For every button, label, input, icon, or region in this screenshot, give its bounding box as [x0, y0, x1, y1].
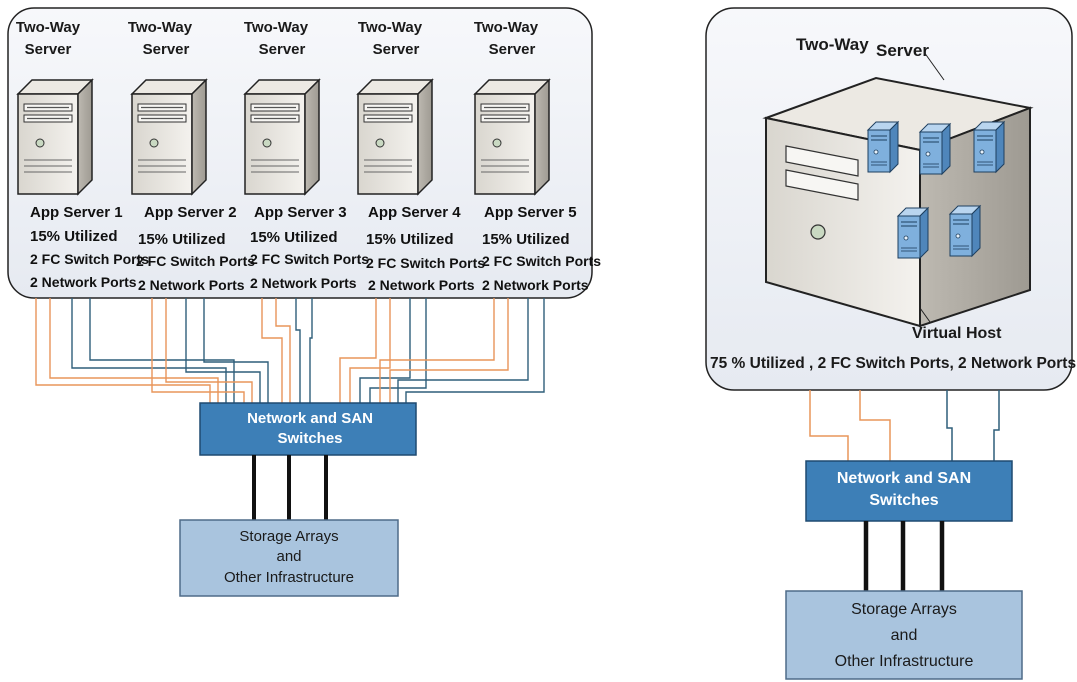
right-switch-label-line1: Network and SAN	[837, 470, 971, 487]
virtual-server-type-label: Two-Way	[796, 35, 869, 54]
network-link	[993, 390, 1000, 461]
server-network-ports: 2 Network Ports	[30, 274, 137, 290]
server-3: Two-Way Server App Server 3 15% Utilized…	[244, 19, 369, 291]
server-fc-ports: 2 FC Switch Ports	[30, 251, 149, 267]
server-type-label: Server	[373, 41, 420, 58]
fc-link	[261, 298, 283, 403]
server-network-ports: 2 Network Ports	[138, 277, 245, 293]
virtual-host-label: Virtual Host	[912, 325, 1002, 342]
left-storage-label-line2: and	[276, 548, 301, 565]
network-link	[295, 298, 301, 403]
server-type-label: Server	[259, 41, 306, 58]
server-fc-ports: 2 FC Switch Ports	[250, 251, 369, 267]
server-4: Two-Way Server App Server 4 15% Utilized…	[357, 19, 485, 293]
network-link	[71, 298, 227, 403]
server-tower-icon	[474, 79, 550, 195]
left-switch-label-line2: Switches	[277, 430, 342, 447]
virtual-machine-icon	[867, 121, 899, 173]
server-type-label: Server	[489, 41, 536, 58]
server-network-ports: 2 Network Ports	[250, 275, 357, 291]
server-type-label: Two-Way	[358, 19, 423, 36]
network-link	[89, 298, 235, 403]
power-button-icon	[810, 224, 826, 240]
fc-link	[809, 390, 849, 461]
network-link	[309, 298, 313, 403]
server-utilization: 15% Utilized	[250, 229, 338, 246]
right-storage-arrays	[785, 590, 1023, 680]
left-storage-label-line1: Storage Arrays	[239, 528, 338, 545]
network-link	[203, 298, 269, 403]
fc-link	[349, 298, 391, 403]
network-link	[185, 298, 261, 403]
fc-link	[859, 390, 891, 461]
left-storage-label-line3: Other Infrastructure	[224, 569, 354, 586]
left-network-san-switch	[199, 402, 417, 456]
server-2: Two-Way Server App Server 2 15% Utilized…	[128, 19, 255, 293]
server-name: App Server 3	[254, 204, 347, 221]
server-type-label: Two-Way	[128, 19, 193, 36]
virtual-host-stats: 75 % Utilized , 2 FC Switch Ports, 2 Net…	[710, 355, 1076, 372]
virtual-machine-icon	[949, 205, 981, 257]
left-server-group: Two-Way Server App Server 1 15% Utilized…	[16, 19, 601, 293]
fc-link	[151, 298, 245, 403]
network-link	[946, 390, 953, 461]
server-utilization: 15% Utilized	[366, 231, 454, 248]
network-link	[397, 298, 529, 403]
network-link	[405, 298, 545, 403]
server-type-label: Two-Way	[244, 19, 309, 36]
server-fc-ports: 2 FC Switch Ports	[482, 253, 601, 269]
virtual-machine-icon	[919, 123, 951, 175]
server-network-ports: 2 Network Ports	[482, 277, 589, 293]
server-name: App Server 2	[144, 204, 237, 221]
server-utilization: 15% Utilized	[138, 231, 226, 248]
server-type-label: Server	[143, 41, 190, 58]
pointer-line	[923, 51, 945, 81]
server-5: Two-Way Server App Server 5 15% Utilized…	[474, 19, 601, 293]
server-utilization: 15% Utilized	[482, 231, 570, 248]
fc-link	[35, 298, 211, 403]
virtual-machine-icon	[897, 207, 929, 259]
right-switch-label-line2: Switches	[869, 492, 938, 509]
right-storage-label-line1: Storage Arrays	[851, 601, 957, 618]
server-name: App Server 5	[484, 204, 577, 221]
server-network-ports: 2 Network Ports	[368, 277, 475, 293]
server-utilization: 15% Utilized	[30, 228, 118, 245]
server-1: Two-Way Server App Server 1 15% Utilized…	[16, 19, 149, 290]
left-switch-label-line1: Network and SAN	[247, 410, 373, 427]
pointer-line	[919, 307, 931, 323]
left-storage-arrays	[179, 519, 399, 597]
server-type-label: Two-Way	[16, 19, 81, 36]
server-type-label: Server	[25, 41, 72, 58]
server-type-label: Two-Way	[474, 19, 539, 36]
virtual-host-server	[762, 76, 1034, 328]
server-tower-icon	[17, 79, 93, 195]
server-tower-icon	[357, 79, 433, 195]
server-fc-ports: 2 FC Switch Ports	[136, 253, 255, 269]
fc-link	[165, 298, 253, 403]
server-fc-ports: 2 FC Switch Ports	[366, 255, 485, 271]
left-server-links	[35, 298, 545, 403]
fc-link	[389, 298, 509, 403]
right-network-san-switch	[805, 460, 1013, 522]
fc-link	[49, 298, 219, 403]
server-name: App Server 1	[30, 204, 123, 221]
network-link	[359, 298, 411, 403]
server-name: App Server 4	[368, 204, 461, 221]
server-tower-icon	[131, 79, 207, 195]
fc-link	[379, 298, 495, 403]
fc-link	[339, 298, 377, 403]
server-tower-icon	[244, 79, 320, 195]
right-storage-label-line2: and	[891, 627, 918, 644]
virtual-machine-icon	[973, 121, 1005, 173]
right-storage-label-line3: Other Infrastructure	[835, 653, 974, 670]
virtual-server-type-label: Server	[876, 41, 929, 60]
fc-link	[275, 298, 291, 403]
